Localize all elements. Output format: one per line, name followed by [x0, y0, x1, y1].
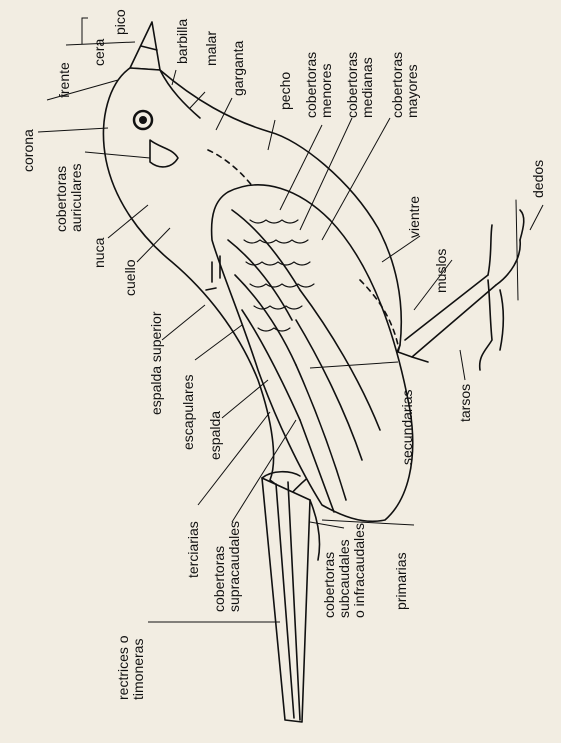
label-rectrices-2: timoneras [130, 639, 146, 700]
beak [130, 22, 160, 70]
label-tarsos: tarsos [457, 384, 473, 422]
label-dedos: dedos [530, 160, 546, 198]
label-vientre: vientre [406, 196, 422, 238]
label-secundarias: secundarias [399, 390, 415, 466]
label-cobertoras-supracaudales-2: supracaudales [226, 521, 242, 612]
bird-illustration [103, 22, 523, 722]
label-nuca: nuca [91, 237, 107, 268]
label-cobertoras-subcaudales-1: cobertoras [321, 552, 337, 618]
label-garganta: garganta [230, 41, 246, 96]
label-cobertoras-auriculares-1: cobertoras [53, 166, 69, 232]
label-pico: pico [112, 9, 128, 35]
label-primarias: primarias [393, 552, 409, 610]
label-cobertoras-supracaudales-1: cobertoras [211, 546, 227, 612]
label-escapulares: escapulares [180, 375, 196, 451]
tail [262, 478, 310, 722]
label-corona: corona [20, 129, 36, 172]
label-muslos: muslos [433, 249, 449, 293]
label-cobertoras-subcaudales-2: subcaudales [336, 539, 352, 618]
label-cobertoras-menores-1: cobertoras [303, 52, 319, 118]
label-malar: malar [203, 31, 219, 66]
label-cera: cera [91, 39, 107, 66]
foot [480, 225, 521, 370]
label-cobertoras-menores-2: menores [318, 64, 334, 118]
label-pecho: pecho [277, 72, 293, 110]
label-cobertoras-mayores-1: cobertoras [389, 52, 405, 118]
label-cuello: cuello [122, 259, 138, 296]
label-terciarias: terciarias [185, 521, 201, 578]
label-cobertoras-auriculares-2: auriculares [68, 164, 84, 232]
label-espalda-superior: espalda superior [148, 311, 164, 415]
label-cobertoras-subcaudales-3: o infracaudales [351, 523, 367, 618]
label-frente: frente [56, 62, 72, 98]
label-espalda: espalda [207, 411, 223, 460]
label-rectrices-1: rectrices o [115, 635, 131, 700]
leg [398, 285, 496, 357]
label-cobertoras-medianas-1: cobertoras [344, 52, 360, 118]
label-barbilla: barbilla [174, 19, 190, 64]
label-cobertoras-medianas-2: medianas [359, 57, 375, 118]
label-cobertoras-mayores-2: mayores [404, 64, 420, 118]
